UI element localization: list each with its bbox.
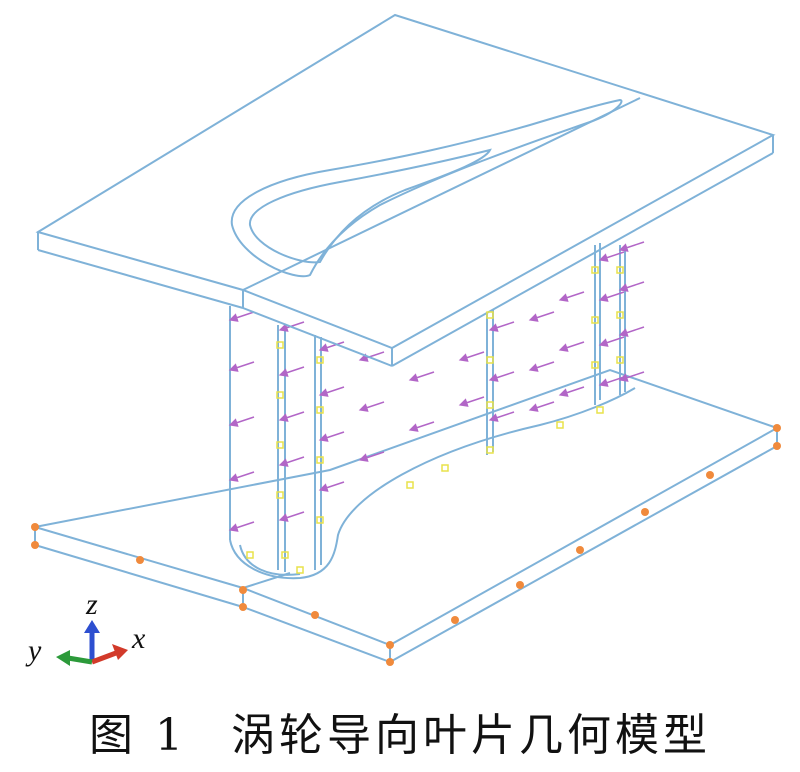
force-arrow [488,321,515,332]
force-arrow [228,311,255,322]
force-arrow [408,421,435,432]
force-arrow [488,371,515,382]
blade-geometry-model: z x y [25,13,781,667]
force-arrow [278,366,305,377]
force-arrow [318,481,345,492]
surface-marker [591,266,599,274]
surface-marker [316,516,324,524]
surface-marker [616,311,624,319]
force-arrow [528,361,555,372]
force-arrow [278,321,305,332]
x-axis-arrow [91,650,117,665]
z-axis-label: z [85,588,98,621]
surface-marker [591,361,599,369]
figure-number: 图 1 [89,710,187,761]
surface-marker [596,406,604,414]
force-arrow [558,386,585,397]
surface-marker [276,341,284,349]
surface-marker [276,491,284,499]
surface-marker [246,551,254,559]
top-platform [35,13,776,367]
force-arrow [358,351,385,362]
force-arrow [228,521,255,532]
surface-marker [486,446,494,454]
force-arrow [618,241,645,252]
force-arrow [228,471,255,482]
constraint-marker [516,581,524,589]
force-arrow [278,411,305,422]
force-arrow [408,371,435,382]
surface-marker [591,316,599,324]
force-arrow [558,291,585,302]
surface-marker [316,356,324,364]
force-arrow [278,511,305,522]
coordinate-triad: z x y [25,588,146,667]
blade-tip-profile [230,98,623,278]
surface-marker [276,391,284,399]
force-arrow [278,456,305,467]
force-arrow [618,281,645,292]
blade-root-profile [229,387,636,580]
force-arrow [228,361,255,372]
force-arrow [558,341,585,352]
force-arrow [598,251,625,262]
z-axis-head [84,620,100,633]
constraint-marker [31,523,39,531]
constraint-marker [773,424,781,432]
surface-marker [406,481,414,489]
constraint-marker [239,603,247,611]
constraint-marker [451,616,459,624]
surface-marker [316,406,324,414]
constraint-marker [576,546,584,554]
force-arrow [618,371,645,382]
surface-marker [556,421,564,429]
force-arrow [598,336,625,347]
force-arrow [318,341,345,352]
force-arrow [458,351,485,362]
surface-marker [441,464,449,472]
x-axis-head [112,644,128,660]
y-axis-head [56,650,70,666]
constraint-marker [706,471,714,479]
surface-marker [486,356,494,364]
force-arrows [228,241,645,532]
constraint-marker [386,658,394,666]
surface-marker [486,311,494,319]
bottom-platform [34,368,780,663]
figure-caption: 图 1 涡轮导向叶片几何模型 [0,690,800,772]
constraint-marker [136,556,144,564]
y-axis-label: y [25,634,42,667]
constraint-marker [31,541,39,549]
x-axis-label: x [131,622,146,655]
surface-markers [246,266,624,574]
surface-marker [616,356,624,364]
force-arrow [228,416,255,427]
constraint-marker [386,641,394,649]
force-arrow [488,411,515,422]
constraint-marker [641,508,649,516]
force-arrow [598,291,625,302]
force-arrow [318,386,345,397]
force-arrow [528,311,555,322]
surface-marker [616,266,624,274]
figure-title: 涡轮导向叶片几何模型 [230,710,711,761]
force-arrow [458,396,485,407]
surface-marker [486,401,494,409]
force-arrow [358,401,385,412]
force-arrow [528,401,555,412]
constraint-marker [239,586,247,594]
constraint-marker [311,611,319,619]
force-arrow [358,451,385,462]
force-arrow [618,326,645,337]
surface-marker [296,566,304,574]
constraint-marker [773,442,781,450]
y-axis-arrow [67,655,93,665]
force-arrow [318,431,345,442]
constraint-markers [31,424,781,666]
surface-marker [281,551,289,559]
surface-marker [276,441,284,449]
surface-marker [316,456,324,464]
